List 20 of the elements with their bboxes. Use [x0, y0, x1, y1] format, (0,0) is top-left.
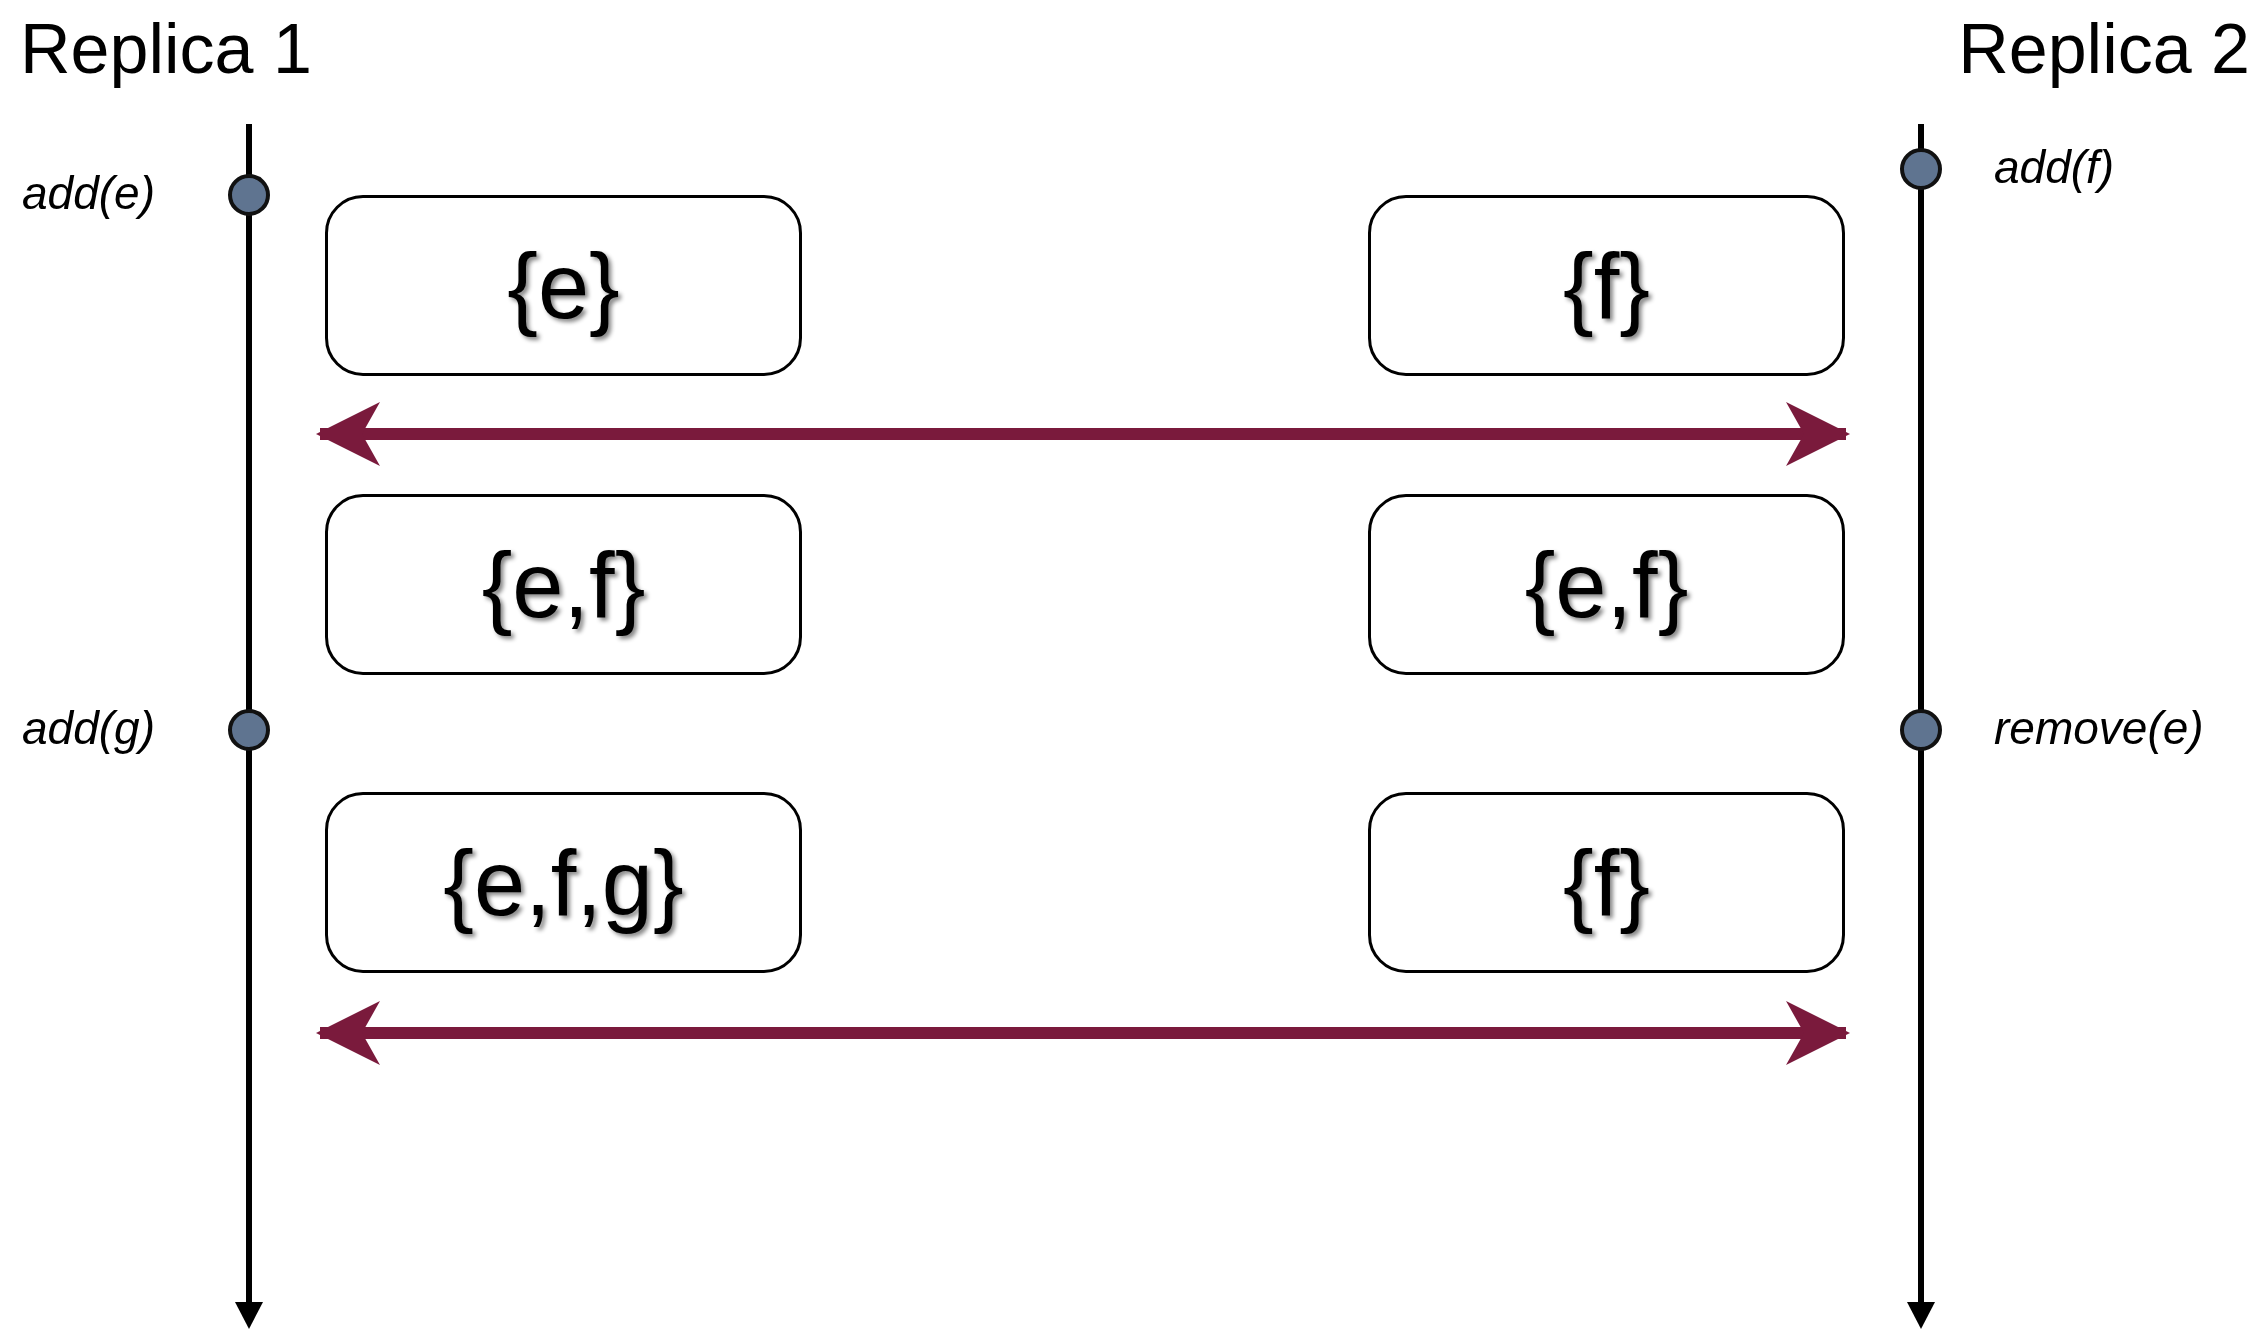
- double-arrow: [316, 1001, 1850, 1065]
- double-arrow: [316, 402, 1850, 466]
- replica-title: Replica 1: [20, 9, 312, 90]
- set-value: {e,f}: [1524, 534, 1689, 635]
- set-value: {e,f}: [481, 534, 646, 635]
- operation-label: remove(e): [1994, 701, 2204, 756]
- state-box: [1368, 494, 1845, 675]
- set-value: {e,f,g}: [443, 832, 684, 933]
- state-box: [325, 792, 802, 973]
- set-value: {f}: [1563, 832, 1650, 933]
- set-value: {e}: [507, 235, 620, 336]
- set-value: {f}: [1563, 235, 1650, 336]
- state-box: [325, 494, 802, 675]
- operation-label: add(e): [22, 166, 155, 221]
- operation-label: add(g): [22, 701, 155, 756]
- state-box: [1368, 195, 1845, 376]
- operation-label: add(f): [1994, 140, 2115, 195]
- replica-title: Replica 2: [1958, 9, 2250, 90]
- state-box: [1368, 792, 1845, 973]
- state-box: [325, 195, 802, 376]
